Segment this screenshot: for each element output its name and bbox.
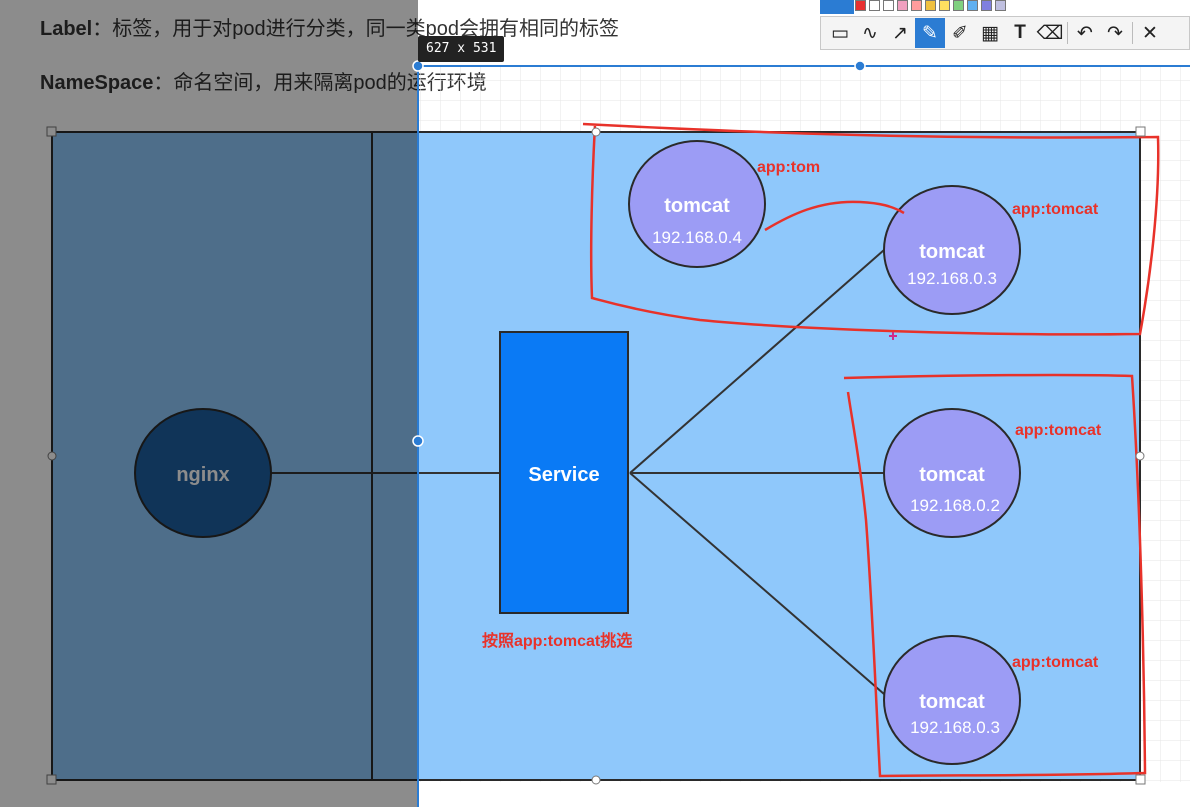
color-swatch[interactable] (925, 0, 936, 11)
pen-icon[interactable]: ✎ (915, 18, 945, 48)
doc-sep: ： (92, 18, 113, 40)
pod-ip: 192.168.0.3 (907, 269, 997, 288)
resize-handle[interactable] (591, 775, 601, 785)
color-swatch[interactable] (995, 0, 1006, 11)
doc-text: 标签，用于对pod进行分类，同一类pod会拥有相同的标签 (112, 18, 619, 40)
color-swatch[interactable] (981, 0, 992, 11)
pod-node: tomcat 192.168.0.2 app:tomcat (883, 408, 1102, 538)
pod-label-tag: app:tomcat (1012, 654, 1099, 671)
resize-handle[interactable] (47, 451, 57, 461)
nginx-label: nginx (176, 464, 229, 486)
nginx-node (134, 408, 272, 538)
color-swatch[interactable] (869, 0, 880, 11)
mosaic-icon[interactable]: ▦ (981, 22, 999, 44)
doc-line-namespace: NameSpace：命名空间，用来隔离pod的运行环境 (40, 66, 487, 95)
annotation-toolbar: ▭ ∿ ↗ ✎ ✐ ▦ T ⌫ ↶ ↷ ✕ (820, 16, 1190, 50)
service-pod2-link (629, 249, 885, 474)
annotation-loop-bottom (843, 373, 1147, 778)
redo-icon[interactable]: ↷ (1107, 22, 1123, 44)
pod-ip: 192.168.0.3 (910, 718, 1000, 737)
pod-node: tomcat 192.168.0.3 app:tomcat (883, 185, 1099, 315)
color-swatch[interactable] (967, 0, 978, 11)
pod-circle (628, 140, 766, 268)
undo-icon[interactable]: ↶ (1077, 22, 1093, 44)
resize-handle[interactable] (46, 774, 57, 785)
color-swatch[interactable] (911, 0, 922, 11)
toolbar-divider (1132, 22, 1133, 44)
selection-handle[interactable] (412, 435, 424, 447)
annotation-loop-top (582, 122, 1160, 336)
pod-label-tag: app:tom (757, 159, 820, 176)
resize-handle[interactable] (1135, 774, 1146, 785)
pod-circle (883, 635, 1021, 765)
toolbar-divider (1067, 22, 1068, 44)
resize-handle[interactable] (591, 127, 601, 137)
color-palette (855, 0, 1006, 12)
pod-circle (883, 185, 1021, 315)
close-icon[interactable]: ✕ (1142, 22, 1158, 44)
panel-handles (46, 126, 1146, 785)
arrow-icon[interactable]: ↗ (892, 22, 908, 44)
crosshair-cursor-icon (889, 332, 897, 340)
resize-handle[interactable] (46, 126, 57, 137)
selector-note: 按照app:tomcat挑选 (482, 631, 632, 650)
text-icon[interactable]: T (1014, 22, 1026, 43)
doc-text: 命名空间，用来隔离pod的运行环境 (173, 72, 487, 94)
service-pod4-link (629, 472, 885, 695)
pod-ip: 192.168.0.2 (910, 496, 1000, 515)
color-swatch[interactable] (897, 0, 908, 11)
selection-size-badge: 627 x 531 (418, 36, 505, 62)
toolbar-tab (820, 0, 854, 14)
resize-handle[interactable] (1135, 126, 1146, 137)
color-swatch[interactable] (883, 0, 894, 11)
curve-icon[interactable]: ∿ (862, 22, 878, 44)
doc-line-label: Label：标签，用于对pod进行分类，同一类pod会拥有相同的标签 (40, 12, 619, 41)
pod-node: tomcat 192.168.0.3 app:tomcat (883, 635, 1099, 765)
marker-icon[interactable]: ✐ (952, 22, 968, 44)
pod-name: tomcat (664, 195, 730, 217)
pod-name: tomcat (919, 241, 985, 263)
pod-ip: 192.168.0.4 (652, 228, 742, 247)
annotation-arrow (764, 200, 905, 232)
color-swatch[interactable] (953, 0, 964, 11)
doc-term: Label (40, 18, 93, 40)
pod-name: tomcat (919, 464, 985, 486)
doc-sep: ： (153, 72, 174, 94)
pod-label-tag: app:tomcat (1015, 422, 1102, 439)
pod-label-tag: app:tomcat (1012, 201, 1099, 218)
service-box (499, 331, 629, 614)
pod-node: tomcat 192.168.0.4 app:tom (628, 140, 820, 268)
shape-icon[interactable]: ▭ (831, 22, 849, 44)
selection-handle[interactable] (412, 60, 424, 72)
pod-name: tomcat (919, 691, 985, 713)
doc-term: NameSpace (40, 72, 154, 94)
selection-handle[interactable] (854, 60, 866, 72)
color-swatch[interactable] (939, 0, 950, 11)
color-swatch[interactable] (855, 0, 866, 11)
eraser-icon[interactable]: ⌫ (1036, 22, 1064, 44)
resize-handle[interactable] (1135, 451, 1145, 461)
pod-circle (883, 408, 1021, 538)
service-label: Service (528, 464, 599, 486)
